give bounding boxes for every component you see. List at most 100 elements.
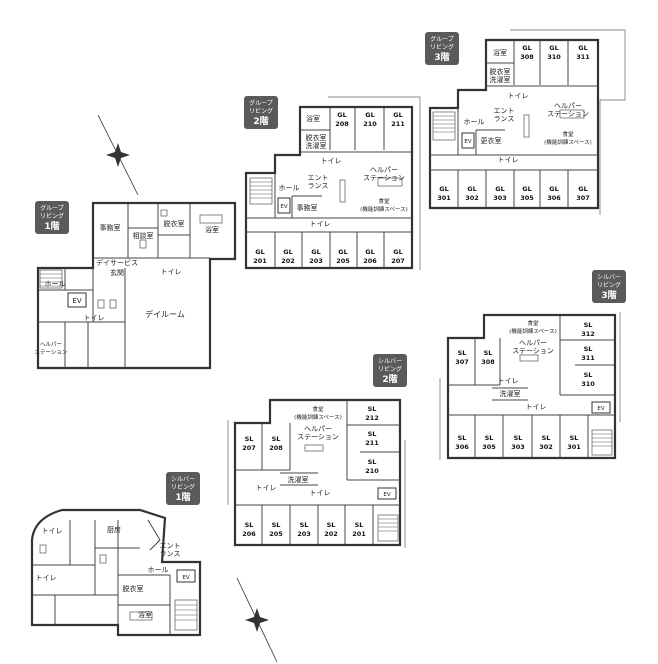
room-prefix: SL <box>272 521 281 529</box>
label-dining-b: (機能訓練スペース) <box>360 205 408 213</box>
ev-silver-1f <box>176 569 196 583</box>
room-number: 311 <box>581 354 595 362</box>
room-gl-301: GL 301 <box>437 185 451 202</box>
label-ev: EV <box>182 575 189 581</box>
room-prefix: SL <box>514 434 523 442</box>
counter-fixture <box>523 114 530 138</box>
label-dining-b: (機能訓練スペース) <box>509 327 557 335</box>
plan-group-living-2f: EV 浴室 脱衣室 洗濯室 トイレ トイレ エント ランス ホール 事務室 ヘル… <box>244 96 421 270</box>
room-prefix: GL <box>338 248 347 256</box>
room-number: 311 <box>576 53 590 61</box>
label-dining-b: (機能訓練スペース) <box>544 138 592 146</box>
room-number: 206 <box>363 257 377 265</box>
label-helper-b: ステーション <box>363 174 405 182</box>
room-prefix: GL <box>467 185 476 193</box>
toilet-fixture-icon <box>99 554 107 564</box>
room-gl-201: GL 201 <box>253 248 267 265</box>
stairs-silver-2f-icon <box>377 514 399 542</box>
label-helper-a: ヘルパー <box>304 425 332 433</box>
label-ev: EV <box>597 406 604 412</box>
room-gl-310: GL 310 <box>547 44 561 61</box>
label-entrance-a: エント <box>308 174 329 182</box>
room-prefix: GL <box>439 185 448 193</box>
room-number: 202 <box>324 530 338 538</box>
room-prefix: GL <box>365 248 374 256</box>
label-toilet: トイレ <box>36 574 57 582</box>
room-sl-208: SL 208 <box>269 435 283 452</box>
label-toilet: トイレ <box>161 268 182 276</box>
room-prefix: GL <box>393 248 402 256</box>
room-sl-312: SL 312 <box>581 321 595 338</box>
label-entrance-a: デイサービス <box>96 258 138 267</box>
room-prefix: GL <box>393 111 402 119</box>
label-ev: EV <box>72 297 81 305</box>
tag-silver-living-2f: シルバー リビング 2階 <box>373 354 407 387</box>
room-sl-302: SL 302 <box>539 434 553 451</box>
tag-floor: 2階 <box>382 373 397 385</box>
room-prefix: SL <box>584 321 593 329</box>
room-sl-211: SL 211 <box>365 430 379 447</box>
room-number: 301 <box>567 443 581 451</box>
room-sl-310: SL 310 <box>581 371 595 388</box>
room-sl-201: SL 201 <box>352 521 366 538</box>
label-toilet: トイレ <box>498 156 519 164</box>
room-number: 305 <box>482 443 496 451</box>
tag-line1: グループ <box>40 204 64 212</box>
room-sl-205: SL 205 <box>269 521 283 538</box>
room-gl-305: GL 305 <box>520 185 534 202</box>
ev-silver-3f <box>591 401 611 414</box>
room-number: 201 <box>352 530 366 538</box>
tag-line2: リビング <box>171 483 195 491</box>
room-number: 210 <box>365 467 379 475</box>
label-helper-a: ヘルパー <box>370 166 398 174</box>
counter-fixture <box>339 179 346 203</box>
room-gl-303: GL 303 <box>493 185 507 202</box>
room-gl-207: GL 207 <box>391 248 405 265</box>
tag-line1: グループ <box>249 99 273 107</box>
room-number: 202 <box>281 257 295 265</box>
label-toilet: トイレ <box>508 92 529 100</box>
label-helper-a: ヘルパー <box>554 102 582 110</box>
room-prefix: GL <box>495 185 504 193</box>
room-number: 203 <box>297 530 311 538</box>
room-gl-202: GL 202 <box>281 248 295 265</box>
room-prefix: SL <box>272 435 281 443</box>
room-number: 306 <box>547 194 561 202</box>
room-prefix: GL <box>311 248 320 256</box>
tag-line1: グループ <box>430 35 454 43</box>
tag-line2: リビング <box>378 365 402 373</box>
room-gl-211: GL 211 <box>391 111 405 128</box>
room-number: 310 <box>547 53 561 61</box>
room-prefix: SL <box>355 521 364 529</box>
label-dining-a: 食堂 <box>378 197 390 205</box>
label-helper-b: ステーション <box>35 349 68 356</box>
room-gl-308: GL 308 <box>520 44 534 61</box>
label-dressing: 脱衣室 <box>123 584 144 593</box>
room-number: 201 <box>253 257 267 265</box>
room-sl-207: SL 207 <box>242 435 256 452</box>
room-prefix: SL <box>368 430 377 438</box>
tag-floor: 1階 <box>175 491 190 503</box>
room-number: 312 <box>581 330 595 338</box>
room-prefix: GL <box>337 111 346 119</box>
label-dining-a: 食堂 <box>527 319 539 327</box>
label-dining-b: (機能訓練スペース) <box>294 413 342 421</box>
room-prefix: SL <box>327 521 336 529</box>
room-number: 302 <box>465 194 479 202</box>
room-number: 210 <box>363 120 377 128</box>
room-number: 207 <box>242 444 256 452</box>
tag-line1: シルバー <box>171 476 195 483</box>
label-dayroom: デイルーム <box>145 309 185 319</box>
label-bath: 浴室 <box>205 225 219 234</box>
tag-floor: 2階 <box>253 115 268 127</box>
room-prefix: GL <box>365 111 374 119</box>
tag-line2: リビング <box>249 107 273 115</box>
tag-silver-living-1f: シルバー リビング 1階 <box>166 472 200 505</box>
label-locker: 更衣室 <box>481 136 502 145</box>
label-office: 事務室 <box>100 223 121 232</box>
ev-group-3f <box>461 132 475 149</box>
counter-fixture <box>519 354 539 362</box>
label-bath: 浴室 <box>306 114 320 123</box>
tag-group-living-2f: グループ リビング 2階 <box>244 96 278 129</box>
label-helper-b: ステーション <box>297 433 339 441</box>
